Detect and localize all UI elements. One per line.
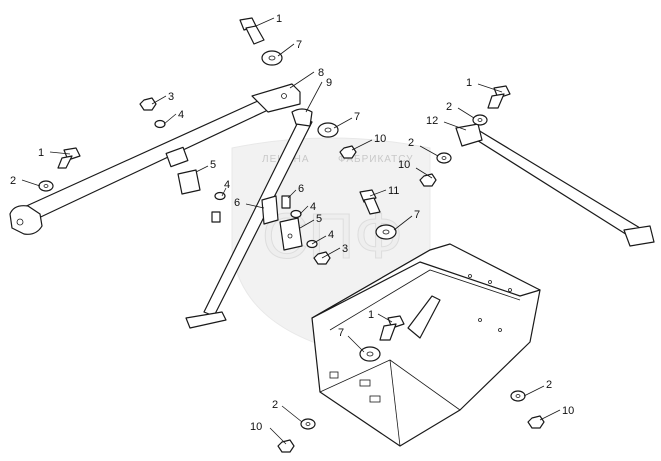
bracket-6 [261, 195, 279, 225]
callout-3: 3 [168, 91, 174, 103]
callout-5: 5 [210, 159, 216, 171]
bolt-housing [379, 315, 405, 341]
callout-10: 10 [398, 159, 410, 171]
callout-1: 1 [466, 77, 472, 89]
callout-4: 4 [178, 109, 184, 121]
callout-9: 9 [326, 77, 332, 89]
callout-2: 2 [446, 101, 452, 113]
vertical-strut [185, 108, 313, 329]
watermark-line2: ФАБРИКАТСУ [338, 154, 414, 165]
callout-2: 2 [408, 137, 414, 149]
callout-8: 8 [318, 67, 324, 79]
callout-2: 2 [272, 399, 278, 411]
callout-10: 10 [250, 421, 262, 433]
callout-7: 7 [296, 39, 302, 51]
callout-3: 3 [342, 243, 348, 255]
callout-10: 10 [562, 405, 574, 417]
bracket-5-right [279, 217, 303, 251]
housing [311, 243, 541, 447]
callout-5: 5 [316, 213, 322, 225]
bolt-small-4 [211, 195, 291, 223]
bolt-right [487, 85, 511, 109]
callout-7: 7 [414, 209, 420, 221]
left-strut [9, 83, 301, 235]
callout-4: 4 [224, 179, 230, 191]
callout-1: 1 [276, 13, 282, 25]
nuts [139, 97, 545, 453]
callout-7: 7 [338, 327, 344, 339]
washers [38, 50, 526, 430]
callout-6: 6 [298, 183, 304, 195]
callout-6: 6 [234, 197, 240, 209]
callout-numbers: 1 7 8 9 3 4 1 2 5 4 6 6 4 5 4 3 7 10 2 1… [10, 13, 574, 433]
callout-11: 11 [388, 185, 399, 197]
bolt-top [239, 17, 265, 45]
callout-2: 2 [546, 379, 552, 391]
callout-4: 4 [328, 229, 334, 241]
bolt-left [57, 147, 81, 169]
right-strut [455, 123, 655, 247]
callout-12: 12 [426, 115, 438, 127]
callout-2: 2 [10, 175, 16, 187]
bolt-11 [359, 189, 381, 215]
callout-1: 1 [38, 147, 44, 159]
callout-7: 7 [354, 111, 360, 123]
bracket-5-left [177, 169, 201, 195]
leader-lines [21, 17, 561, 445]
callout-4: 4 [310, 201, 316, 213]
callout-10: 10 [374, 133, 386, 145]
callout-1: 1 [368, 309, 374, 321]
